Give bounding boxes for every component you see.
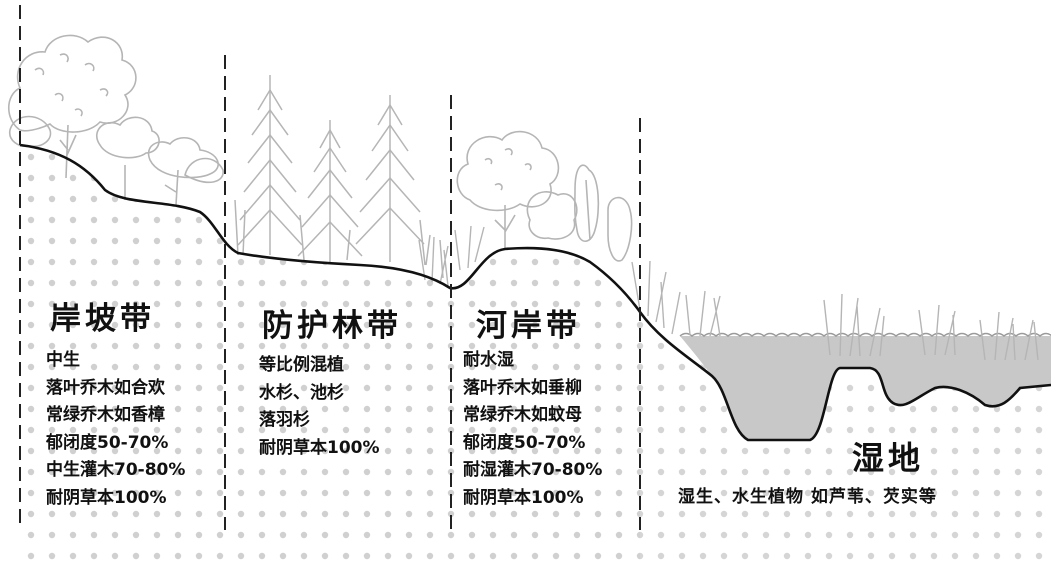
riparian-zone-line: 落叶乔木如垂柳 — [463, 377, 582, 398]
forest-zone-line: 落羽杉 — [259, 410, 310, 430]
riparian-zone-trees — [456, 130, 633, 262]
wetland-zone-details: 湿生、水生植物 如芦苇、芡实等 — [678, 487, 937, 507]
riparian-zone-line: 郁闭度50-70% — [463, 432, 586, 453]
slope-zone-trees — [7, 34, 224, 206]
reeds-and-grasses — [418, 225, 1039, 361]
slope-zone-line: 耐阴草本100% — [46, 487, 167, 508]
slope-zone-line: 常绿乔木如香樟 — [46, 405, 165, 425]
forest-zone-line: 等比例混植 — [259, 355, 344, 375]
riparian-zone-line: 耐湿灌木70-80% — [463, 460, 603, 480]
riparian-zone-line: 耐水湿 — [463, 350, 514, 370]
riparian-zone-line: 耐阴草本100% — [463, 487, 584, 508]
water-ripple — [679, 332, 1051, 337]
water-surface — [680, 336, 1051, 440]
ground-profile-line — [19, 143, 1051, 442]
riparian-zone-details: 耐水湿 落叶乔木如垂柳 常绿乔木如蚊母 郁闭度50-70% 耐湿灌木70-80%… — [463, 347, 602, 512]
forest-zone-conifers — [234, 75, 444, 279]
slope-zone-line: 中生灌木70-80% — [46, 460, 186, 480]
forest-zone-line: 耐阴草本100% — [259, 437, 380, 458]
forest-zone-line: 水杉、池杉 — [259, 382, 344, 403]
slope-zone-line: 郁闭度50-70% — [46, 432, 169, 453]
slope-zone-details: 中生 落叶乔木如合欢 常绿乔木如香樟 郁闭度50-70% 中生灌木70-80% … — [46, 347, 185, 512]
riparian-zone-title: 河岸带 — [476, 308, 581, 344]
riparian-zone-line: 常绿乔木如蚊母 — [463, 405, 582, 425]
forest-zone-details: 等比例混植 水杉、池杉 落羽杉 耐阴草本100% — [259, 352, 380, 462]
wetland-zone-title: 湿地 — [852, 439, 925, 477]
forest-zone-title: 防护林带 — [262, 308, 402, 344]
slope-zone-line: 落叶乔木如合欢 — [46, 377, 165, 398]
slope-zone-title: 岸坡带 — [50, 301, 155, 337]
slope-zone-line: 中生 — [46, 350, 80, 370]
